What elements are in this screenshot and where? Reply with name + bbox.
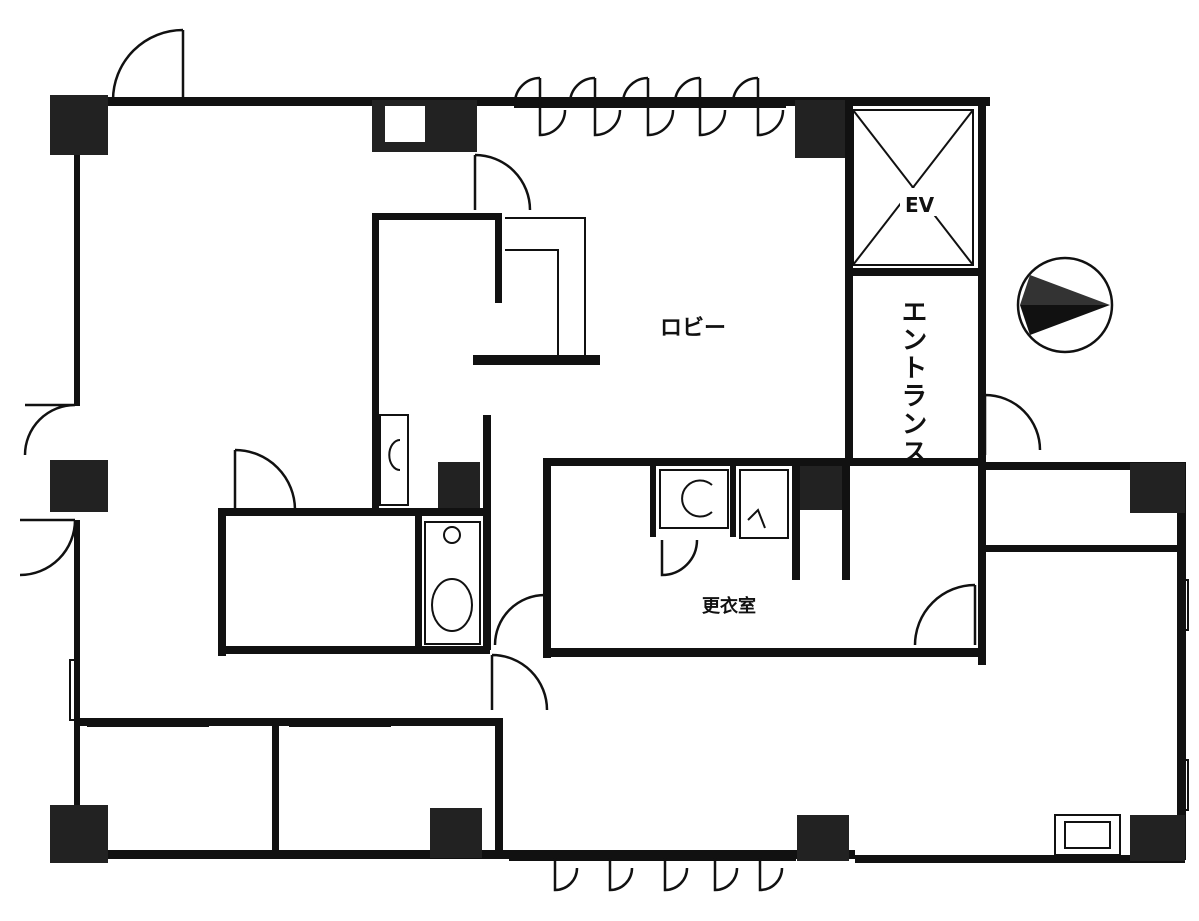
doors [19,28,1042,892]
entrance-area: エントランス [897,298,927,466]
room-label-locker-room: 更衣室 [702,595,756,617]
room-label-elevator: EV [905,193,935,217]
sanitary-fixtures [379,414,1121,856]
outer-walls [55,97,1186,863]
lobby-counter [505,217,586,355]
windows [69,579,1189,811]
structural-columns [50,95,1185,863]
room-label-lobby: ロビー [660,316,726,341]
elevator: EV [852,109,974,276]
room-label-entrance: エントランス [897,298,927,466]
interior-walls [75,100,1180,858]
north-arrow-icon [1016,256,1114,354]
